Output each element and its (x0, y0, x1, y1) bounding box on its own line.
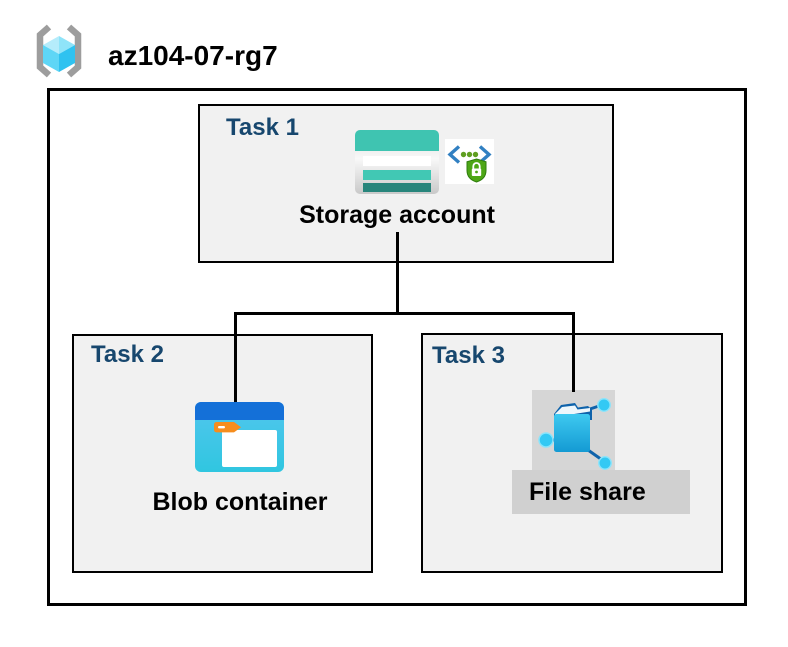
resource-group-icon (36, 24, 82, 78)
blob-container-label: Blob container (152, 488, 328, 516)
task3-label: Task 3 (432, 342, 505, 369)
task2-box: Task 2 Blob container (72, 334, 373, 573)
file-share-icon-background (532, 390, 615, 470)
task1-label: Task 1 (226, 114, 299, 141)
file-share-label: File share (529, 478, 646, 506)
connector-to-blob-container (234, 312, 237, 402)
connector-branch (234, 312, 575, 315)
storage-account-icon (355, 130, 439, 194)
storage-account-label: Storage account (299, 201, 495, 229)
blob-container-icon (195, 402, 284, 472)
shared-access-signature-icon (445, 139, 494, 184)
task1-box: Task 1 (198, 104, 614, 263)
resource-group-title: az104-07-rg7 (108, 40, 278, 71)
file-share-icon (538, 398, 612, 470)
file-share-label-background: File share (512, 470, 690, 514)
connector-storage-stem (396, 232, 399, 315)
task2-label: Task 2 (91, 341, 164, 368)
connector-to-file-share (572, 312, 575, 392)
